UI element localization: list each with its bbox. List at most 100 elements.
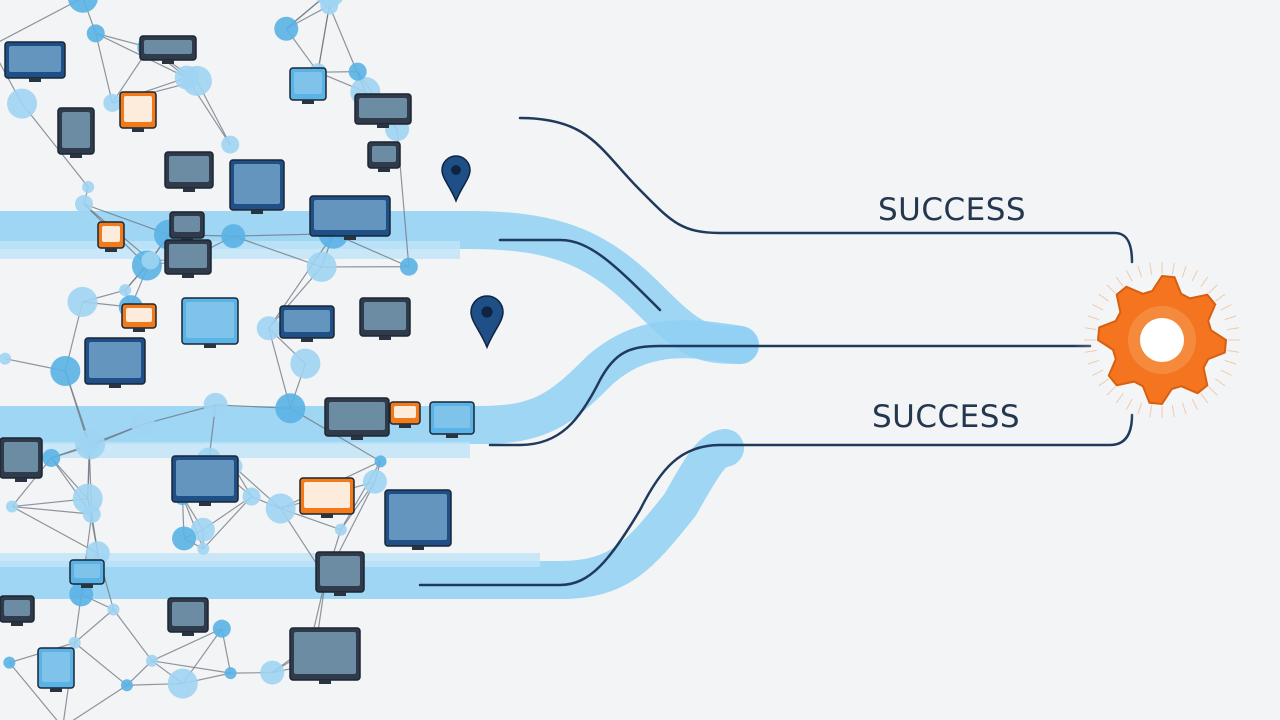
mesh-link	[202, 496, 252, 550]
network-node	[119, 284, 132, 297]
network-node	[334, 523, 347, 536]
network-node	[348, 62, 367, 81]
map-pin-icon	[441, 155, 471, 203]
network-node	[197, 542, 210, 555]
network-node	[221, 224, 246, 249]
device-icon	[57, 107, 95, 158]
mesh-link	[74, 609, 114, 644]
mesh-link	[95, 33, 113, 104]
mesh-link	[11, 506, 99, 554]
network-node	[265, 493, 296, 524]
device-icon	[229, 159, 285, 214]
device-icon	[121, 303, 157, 332]
network-node	[256, 316, 281, 341]
network-node	[67, 286, 98, 317]
device-icon	[309, 195, 391, 240]
device-icon	[119, 91, 157, 132]
device-icon	[37, 647, 75, 692]
flow-band	[0, 429, 744, 599]
mesh-link	[151, 660, 231, 674]
network-node	[72, 483, 103, 514]
device-icon	[139, 35, 197, 64]
device-icon	[299, 477, 355, 518]
network-node	[172, 526, 197, 551]
network-node	[85, 541, 110, 566]
connector-line	[488, 344, 1092, 447]
network-node	[120, 679, 133, 692]
device-icon	[164, 151, 214, 192]
mesh-link	[233, 235, 322, 268]
network-node	[3, 656, 16, 669]
device-icon	[84, 337, 146, 388]
map-pin-icon	[470, 295, 504, 350]
network-node	[203, 392, 228, 417]
flow-band	[0, 320, 759, 444]
network-node	[399, 257, 418, 276]
connector-line	[418, 413, 1134, 587]
network-node	[212, 619, 231, 638]
device-icon	[0, 595, 35, 626]
connector-line	[498, 238, 662, 312]
network-node	[290, 348, 321, 379]
device-icon	[279, 305, 335, 342]
device-icon	[367, 141, 401, 172]
device-icon	[429, 401, 475, 438]
network-node	[0, 352, 12, 365]
device-icon	[389, 401, 421, 428]
network-node	[68, 636, 81, 649]
mesh-link	[83, 203, 170, 236]
device-icon	[0, 437, 43, 482]
network-node	[167, 668, 198, 699]
network-node	[5, 500, 18, 513]
device-icon	[167, 597, 209, 636]
device-icon	[97, 221, 125, 252]
device-icon	[171, 455, 239, 506]
network-node	[320, 0, 339, 15]
mesh-link	[74, 642, 128, 686]
network-node	[74, 195, 93, 214]
mesh-link	[8, 662, 58, 720]
network-node	[224, 667, 237, 680]
mesh-link	[113, 609, 153, 662]
mesh-link	[11, 457, 52, 507]
device-icon	[359, 297, 411, 340]
device-icon	[384, 489, 452, 550]
network-node	[80, 437, 99, 456]
network-node	[42, 448, 61, 467]
network-node	[68, 0, 98, 13]
device-icon	[289, 627, 361, 684]
mesh-link	[151, 628, 223, 662]
mesh-link	[11, 505, 92, 515]
device-icon	[4, 41, 66, 82]
mesh-link	[317, 5, 330, 73]
network-node	[69, 582, 94, 607]
network-node	[86, 24, 105, 43]
device-icons	[0, 35, 504, 692]
network-node	[242, 487, 261, 506]
gear-icon	[1072, 250, 1252, 430]
network-node	[103, 93, 122, 112]
network-node	[260, 660, 285, 685]
network-node	[306, 251, 337, 282]
network-node	[50, 355, 81, 386]
connector-lines	[418, 116, 1134, 587]
network-node	[174, 65, 199, 90]
network-node	[82, 181, 95, 194]
device-icon	[324, 397, 390, 440]
device-icon	[289, 67, 327, 104]
mesh-link	[142, 404, 216, 425]
mesh-link	[21, 103, 89, 188]
device-icon	[181, 297, 239, 348]
network-node	[274, 16, 299, 41]
mesh-link	[72, 684, 128, 720]
device-icon	[354, 93, 412, 128]
network-node	[107, 603, 120, 616]
device-icon	[69, 559, 105, 588]
device-icon	[164, 239, 212, 278]
network-node	[275, 393, 306, 424]
device-icon	[315, 551, 365, 596]
device-icon	[169, 211, 205, 242]
success-label-bottom: SUCCESS	[872, 399, 1021, 435]
network-node	[362, 469, 387, 494]
